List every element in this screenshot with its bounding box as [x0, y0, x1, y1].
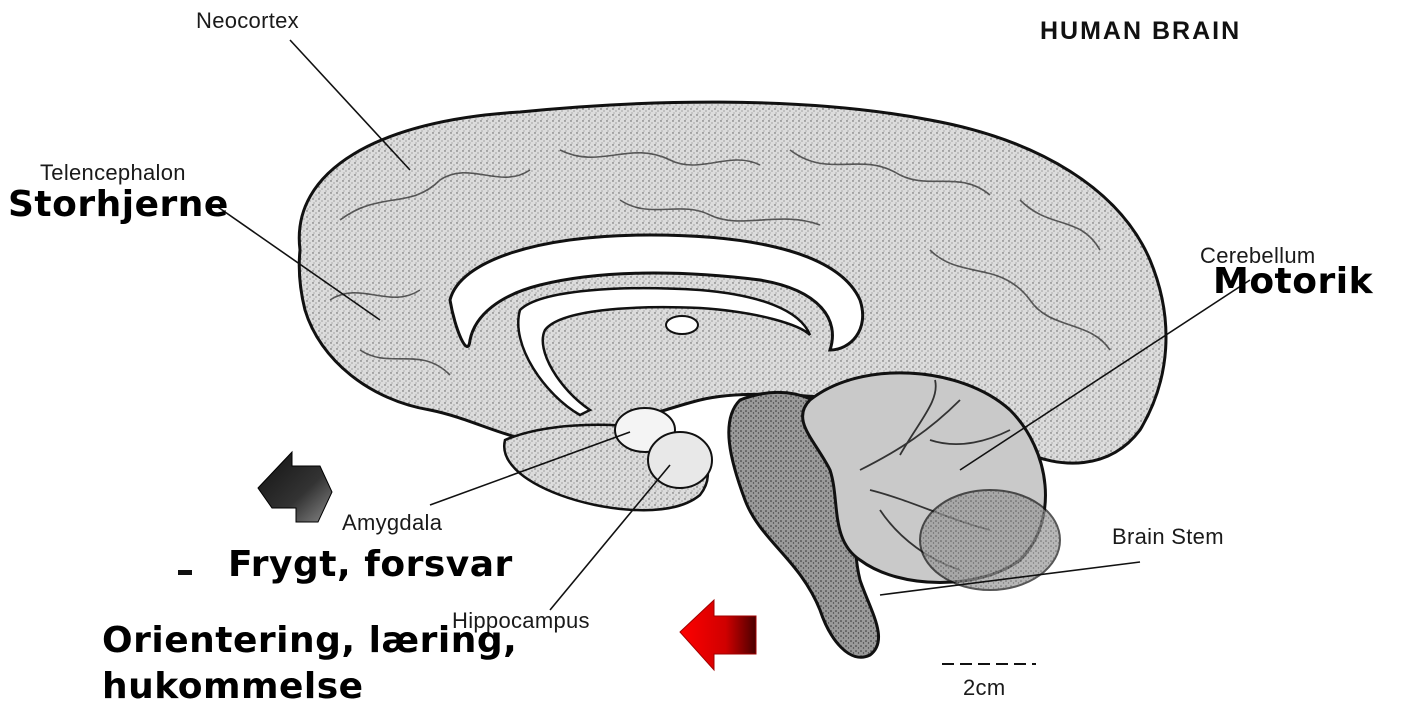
- arrow-red-icon: [680, 600, 756, 670]
- annotation-motorik: Motorik: [1213, 261, 1373, 302]
- label-scale: 2cm: [963, 675, 1005, 701]
- label-amygdala: Amygdala: [342, 510, 442, 536]
- annotation-frygt: Frygt, forsvar: [228, 544, 513, 585]
- annotation-storhjerne: Storhjerne: [8, 184, 229, 225]
- page-title: HUMAN BRAIN: [1040, 17, 1241, 46]
- dash-mark: [178, 570, 192, 575]
- interthalamic-mass: [666, 316, 698, 334]
- annotation-orientering-line1: Orientering, læring,: [102, 620, 517, 661]
- annotation-orientering-line2: hukommelse: [102, 666, 364, 707]
- arrow-dark-icon: [258, 452, 332, 522]
- label-brain-stem: Brain Stem: [1112, 524, 1224, 550]
- label-neocortex: Neocortex: [196, 8, 299, 34]
- label-telencephalon: Telencephalon: [40, 160, 186, 186]
